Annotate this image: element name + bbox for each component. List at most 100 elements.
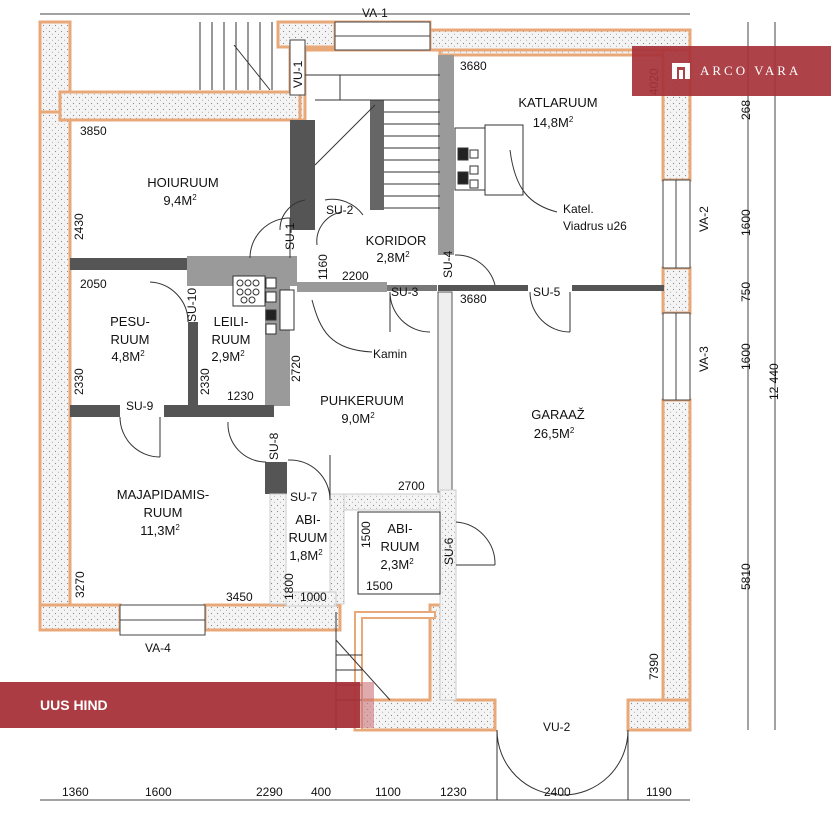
- dim-1230: 1230: [227, 389, 254, 403]
- door-tag-su6: SU-6: [442, 537, 456, 565]
- price-banner-label: UUS HIND: [40, 697, 108, 713]
- room-puhkeruum: PUHKERUUM 9,0M2: [320, 393, 404, 426]
- room-pesuruum: PESU- RUUM 4,8M2: [110, 314, 150, 364]
- door-tag-su4: SU-4: [441, 250, 455, 278]
- boiler-label-2: Viadrus u26: [563, 219, 627, 233]
- room-abiruum-1: ABI- RUUM 1,8M2: [289, 512, 328, 563]
- dim-right-total: 12 440: [767, 363, 781, 400]
- dim-bottom-1360: 1360: [62, 785, 89, 799]
- room-name-1: MAJAPIDAMIS-: [117, 487, 209, 502]
- leader-lines: [311, 149, 558, 353]
- dim-bottom-2290: 2290: [256, 785, 283, 799]
- brand-logo-icon: [672, 63, 690, 79]
- dim-right-1600-a: 1600: [739, 209, 753, 236]
- room-area: 2,8M: [376, 250, 405, 265]
- room-name-2: RUUM: [111, 332, 150, 347]
- door-tag-vu1: VU-1: [291, 60, 305, 88]
- door-tag-su5: SU-5: [533, 285, 561, 299]
- svg-text:2,8M2: 2,8M2: [376, 250, 410, 265]
- dimension-lines: [40, 13, 776, 801]
- dim-3680-mid: 3680: [460, 292, 487, 306]
- boiler-fixture: [454, 124, 524, 196]
- sauna-stove: [232, 275, 295, 335]
- window-tag-va3: VA-3: [697, 346, 711, 372]
- dim-3850: 3850: [80, 124, 107, 138]
- room-name: GARAAŽ: [531, 407, 585, 422]
- dim-2200: 2200: [342, 269, 369, 283]
- dim-2330-right: 2330: [198, 368, 212, 395]
- door-tag-su8: SU-8: [267, 432, 281, 460]
- window-tag-va2: VA-2: [697, 206, 711, 232]
- stair-main: [199, 22, 440, 209]
- dim-bottom-1600: 1600: [145, 785, 172, 799]
- area-unit-sup: 2: [405, 250, 410, 259]
- door-tag-su1: SU-1: [283, 222, 297, 250]
- room-name: PUHKERUUM: [320, 393, 404, 408]
- dim-right-268: 268: [739, 100, 753, 120]
- room-name-1: LEILI-: [214, 314, 249, 329]
- door-tag-su10: SU-10: [185, 288, 199, 322]
- area-unit-sup: 2: [140, 349, 145, 358]
- brand-banner[interactable]: ARCO VARA: [632, 46, 831, 96]
- dim-1500-vertical: 1500: [359, 521, 373, 548]
- dim-bottom-1230: 1230: [440, 785, 467, 799]
- room-name-2: RUUM: [289, 530, 328, 545]
- room-area: 2,3M: [380, 557, 409, 572]
- area-unit-sup: 2: [240, 349, 245, 358]
- inner-dimensions: 3850 3680 3680 2430 1160 2200 2050 2330 …: [72, 59, 661, 680]
- brand-name: ARCO VARA: [700, 63, 802, 78]
- area-unit-sup: 2: [569, 115, 574, 124]
- dim-7390: 7390: [647, 653, 661, 680]
- dim-right-1600-b: 1600: [739, 343, 753, 370]
- dim-right-5810: 5810: [739, 563, 753, 590]
- room-name-2: RUUM: [381, 539, 420, 554]
- window-tag-va4: VA-4: [145, 641, 171, 655]
- svg-text:11,3M2: 11,3M2: [140, 523, 180, 538]
- room-hoiuruum: HOIURUUM 9,4M2: [147, 175, 219, 208]
- door-tag-vu2: VU-2: [543, 720, 571, 734]
- fireplace-label: Kamin: [373, 347, 407, 361]
- price-banner-fade: [360, 682, 374, 728]
- svg-text:14,8M2: 14,8M2: [533, 115, 574, 130]
- bottom-dimensions: 1360 1600 2290 400 1100 1230 2400 1190: [62, 785, 672, 799]
- svg-text:4,8M2: 4,8M2: [111, 349, 145, 364]
- dim-2050: 2050: [80, 277, 107, 291]
- area-unit-sup: 2: [192, 193, 197, 202]
- dim-1500-horizontal: 1500: [366, 579, 393, 593]
- room-majapidamisruum: MAJAPIDAMIS- RUUM 11,3M2: [117, 487, 209, 538]
- dim-1000: 1000: [300, 590, 327, 604]
- room-name-2: RUUM: [144, 505, 183, 520]
- dim-3270: 3270: [73, 571, 87, 598]
- window-tag-va1: VA-1: [362, 6, 388, 20]
- dim-bottom-2400: 2400: [544, 785, 571, 799]
- dim-2330-left: 2330: [72, 368, 86, 395]
- room-name-1: ABI-: [295, 512, 320, 527]
- abiruum-2-outline: [357, 511, 441, 595]
- dim-3450: 3450: [226, 590, 253, 604]
- room-area: 4,8M: [111, 349, 140, 364]
- door-tag-su3: SU-3: [391, 285, 419, 299]
- room-koridor: KORIDOR 2,8M2: [366, 233, 427, 265]
- area-unit-sup: 2: [370, 411, 375, 420]
- dim-2720: 2720: [289, 355, 303, 382]
- door-swings: [119, 198, 629, 800]
- door-tag-su7: SU-7: [290, 490, 318, 504]
- room-area: 1,8M: [289, 548, 318, 563]
- dim-bottom-1190: 1190: [646, 785, 672, 799]
- dim-2430: 2430: [72, 213, 86, 240]
- svg-text:2,3M2: 2,3M2: [380, 557, 414, 572]
- dim-3680-top: 3680: [460, 59, 487, 73]
- windows: [119, 21, 691, 636]
- dim-1160: 1160: [316, 254, 330, 280]
- room-abiruum-2: ABI- RUUM 2,3M2: [380, 521, 419, 572]
- area-unit-sup: 2: [570, 426, 575, 435]
- door-tag-su2: SU-2: [326, 203, 354, 217]
- room-garaaz: GARAAŽ 26,5M2: [531, 407, 585, 441]
- room-area: 9,0M: [341, 411, 370, 426]
- room-area: 26,5M: [534, 426, 570, 441]
- svg-text:26,5M2: 26,5M2: [534, 426, 575, 441]
- dim-bottom-400: 400: [311, 785, 331, 799]
- area-unit-sup: 2: [409, 557, 414, 566]
- room-leiliruum: LEILI- RUUM 2,9M2: [211, 314, 250, 364]
